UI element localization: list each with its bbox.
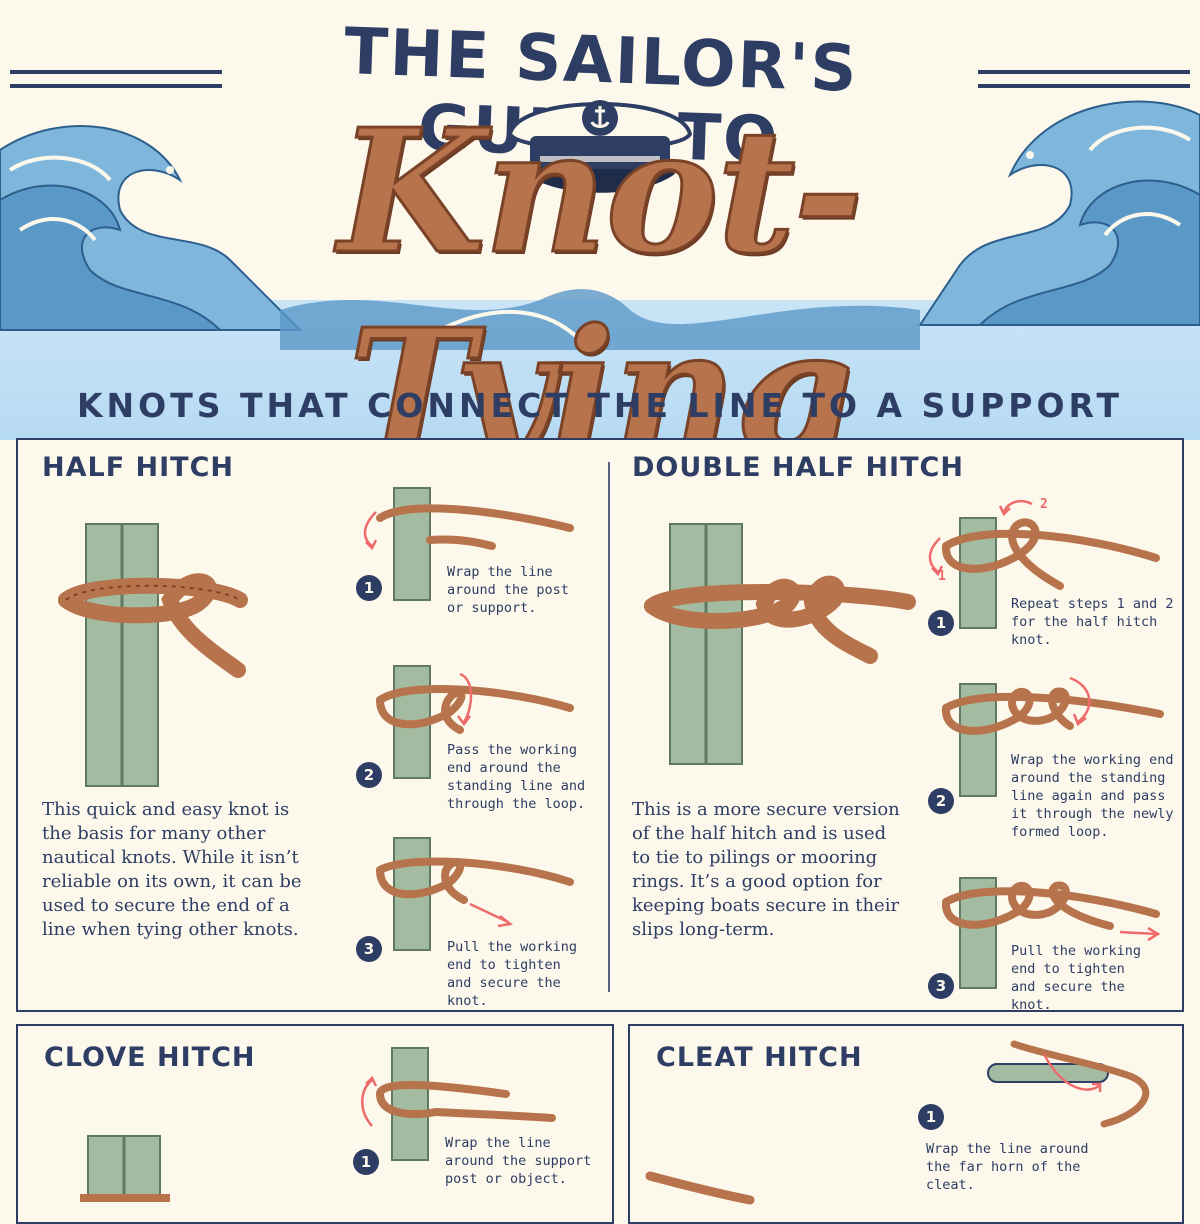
clove-hitch-step1-text: Wrap the line around the support post or… bbox=[445, 1135, 592, 1187]
double-half-hitch-step3-illustration bbox=[942, 877, 1161, 989]
double-half-hitch-step2-text: Wrap the working end around the standing… bbox=[1011, 752, 1174, 840]
clove-hitch-title: CLOVE HITCH bbox=[44, 1042, 256, 1073]
half-hitch-step2-badge: 2 bbox=[356, 762, 382, 788]
half-hitch-step3-text: Pull the working end to tighten and secu… bbox=[447, 939, 578, 1009]
cleat-hitch-title: CLEAT HITCH bbox=[656, 1042, 863, 1073]
double-half-hitch-title: DOUBLE HALF HITCH bbox=[632, 452, 964, 483]
half-hitch-step1-badge: 1 bbox=[356, 575, 382, 601]
header-rule-left-2 bbox=[10, 84, 222, 88]
anchor-icon bbox=[582, 100, 618, 136]
wave-right-icon bbox=[918, 100, 1200, 326]
clove-hitch-main-illustration bbox=[80, 1135, 170, 1202]
header-rule-right-2 bbox=[978, 84, 1190, 88]
half-hitch-step2-illustration bbox=[376, 665, 574, 779]
half-hitch-step1-illustration bbox=[363, 487, 574, 601]
clove-hitch-step1-illustration bbox=[361, 1047, 556, 1161]
double-half-hitch-step2-illustration bbox=[942, 676, 1164, 797]
double-half-hitch-step1-badge: 1 bbox=[928, 610, 954, 636]
double-half-hitch-description: This is a more secure version of the hal… bbox=[632, 799, 900, 940]
double-half-hitch-step1-illustration bbox=[928, 500, 1160, 629]
section-title: KNOTS THAT CONNECT THE LINE TO A SUPPORT bbox=[76, 386, 1123, 425]
wave-left-icon bbox=[0, 125, 303, 331]
half-hitch-main-illustration bbox=[58, 523, 248, 787]
panel-divider bbox=[608, 462, 610, 992]
cleat-icon bbox=[987, 1040, 1150, 1128]
wave-center-icon bbox=[280, 289, 920, 350]
clove-hitch-step1-badge: 1 bbox=[353, 1149, 379, 1175]
cleat-hitch-step1-text: Wrap the line around the far horn of the… bbox=[926, 1141, 1089, 1193]
double-half-hitch-step2-badge: 2 bbox=[928, 788, 954, 814]
half-hitch-step3-illustration bbox=[376, 837, 574, 951]
cleat-hitch-step1-badge: 1 bbox=[918, 1104, 944, 1130]
header-rule-left-1 bbox=[10, 70, 222, 74]
double-half-hitch-arrow-label-2: 2 bbox=[1040, 497, 1048, 512]
title-script: Knot-Tying bbox=[337, 91, 866, 494]
half-hitch-step3-badge: 3 bbox=[356, 936, 382, 962]
cleat-hitch-main-illustration bbox=[645, 1171, 755, 1205]
double-half-hitch-step3-badge: 3 bbox=[928, 973, 954, 999]
header-rule-right-1 bbox=[978, 70, 1190, 74]
double-half-hitch-main-illustration bbox=[644, 523, 916, 765]
half-hitch-title: HALF HITCH bbox=[42, 452, 235, 483]
half-hitch-step1-text: Wrap the line around the post or support… bbox=[447, 564, 569, 616]
half-hitch-step2-text: Pass the working end around the standing… bbox=[447, 742, 586, 812]
double-half-hitch-arrow-label-1: 1 bbox=[938, 569, 946, 584]
double-half-hitch-step1-text: Repeat steps 1 and 2 for the half hitch … bbox=[1011, 596, 1174, 648]
half-hitch-description: This quick and easy knot is the basis fo… bbox=[42, 799, 302, 940]
double-half-hitch-step3-text: Pull the working end to tighten and secu… bbox=[1011, 943, 1142, 1013]
